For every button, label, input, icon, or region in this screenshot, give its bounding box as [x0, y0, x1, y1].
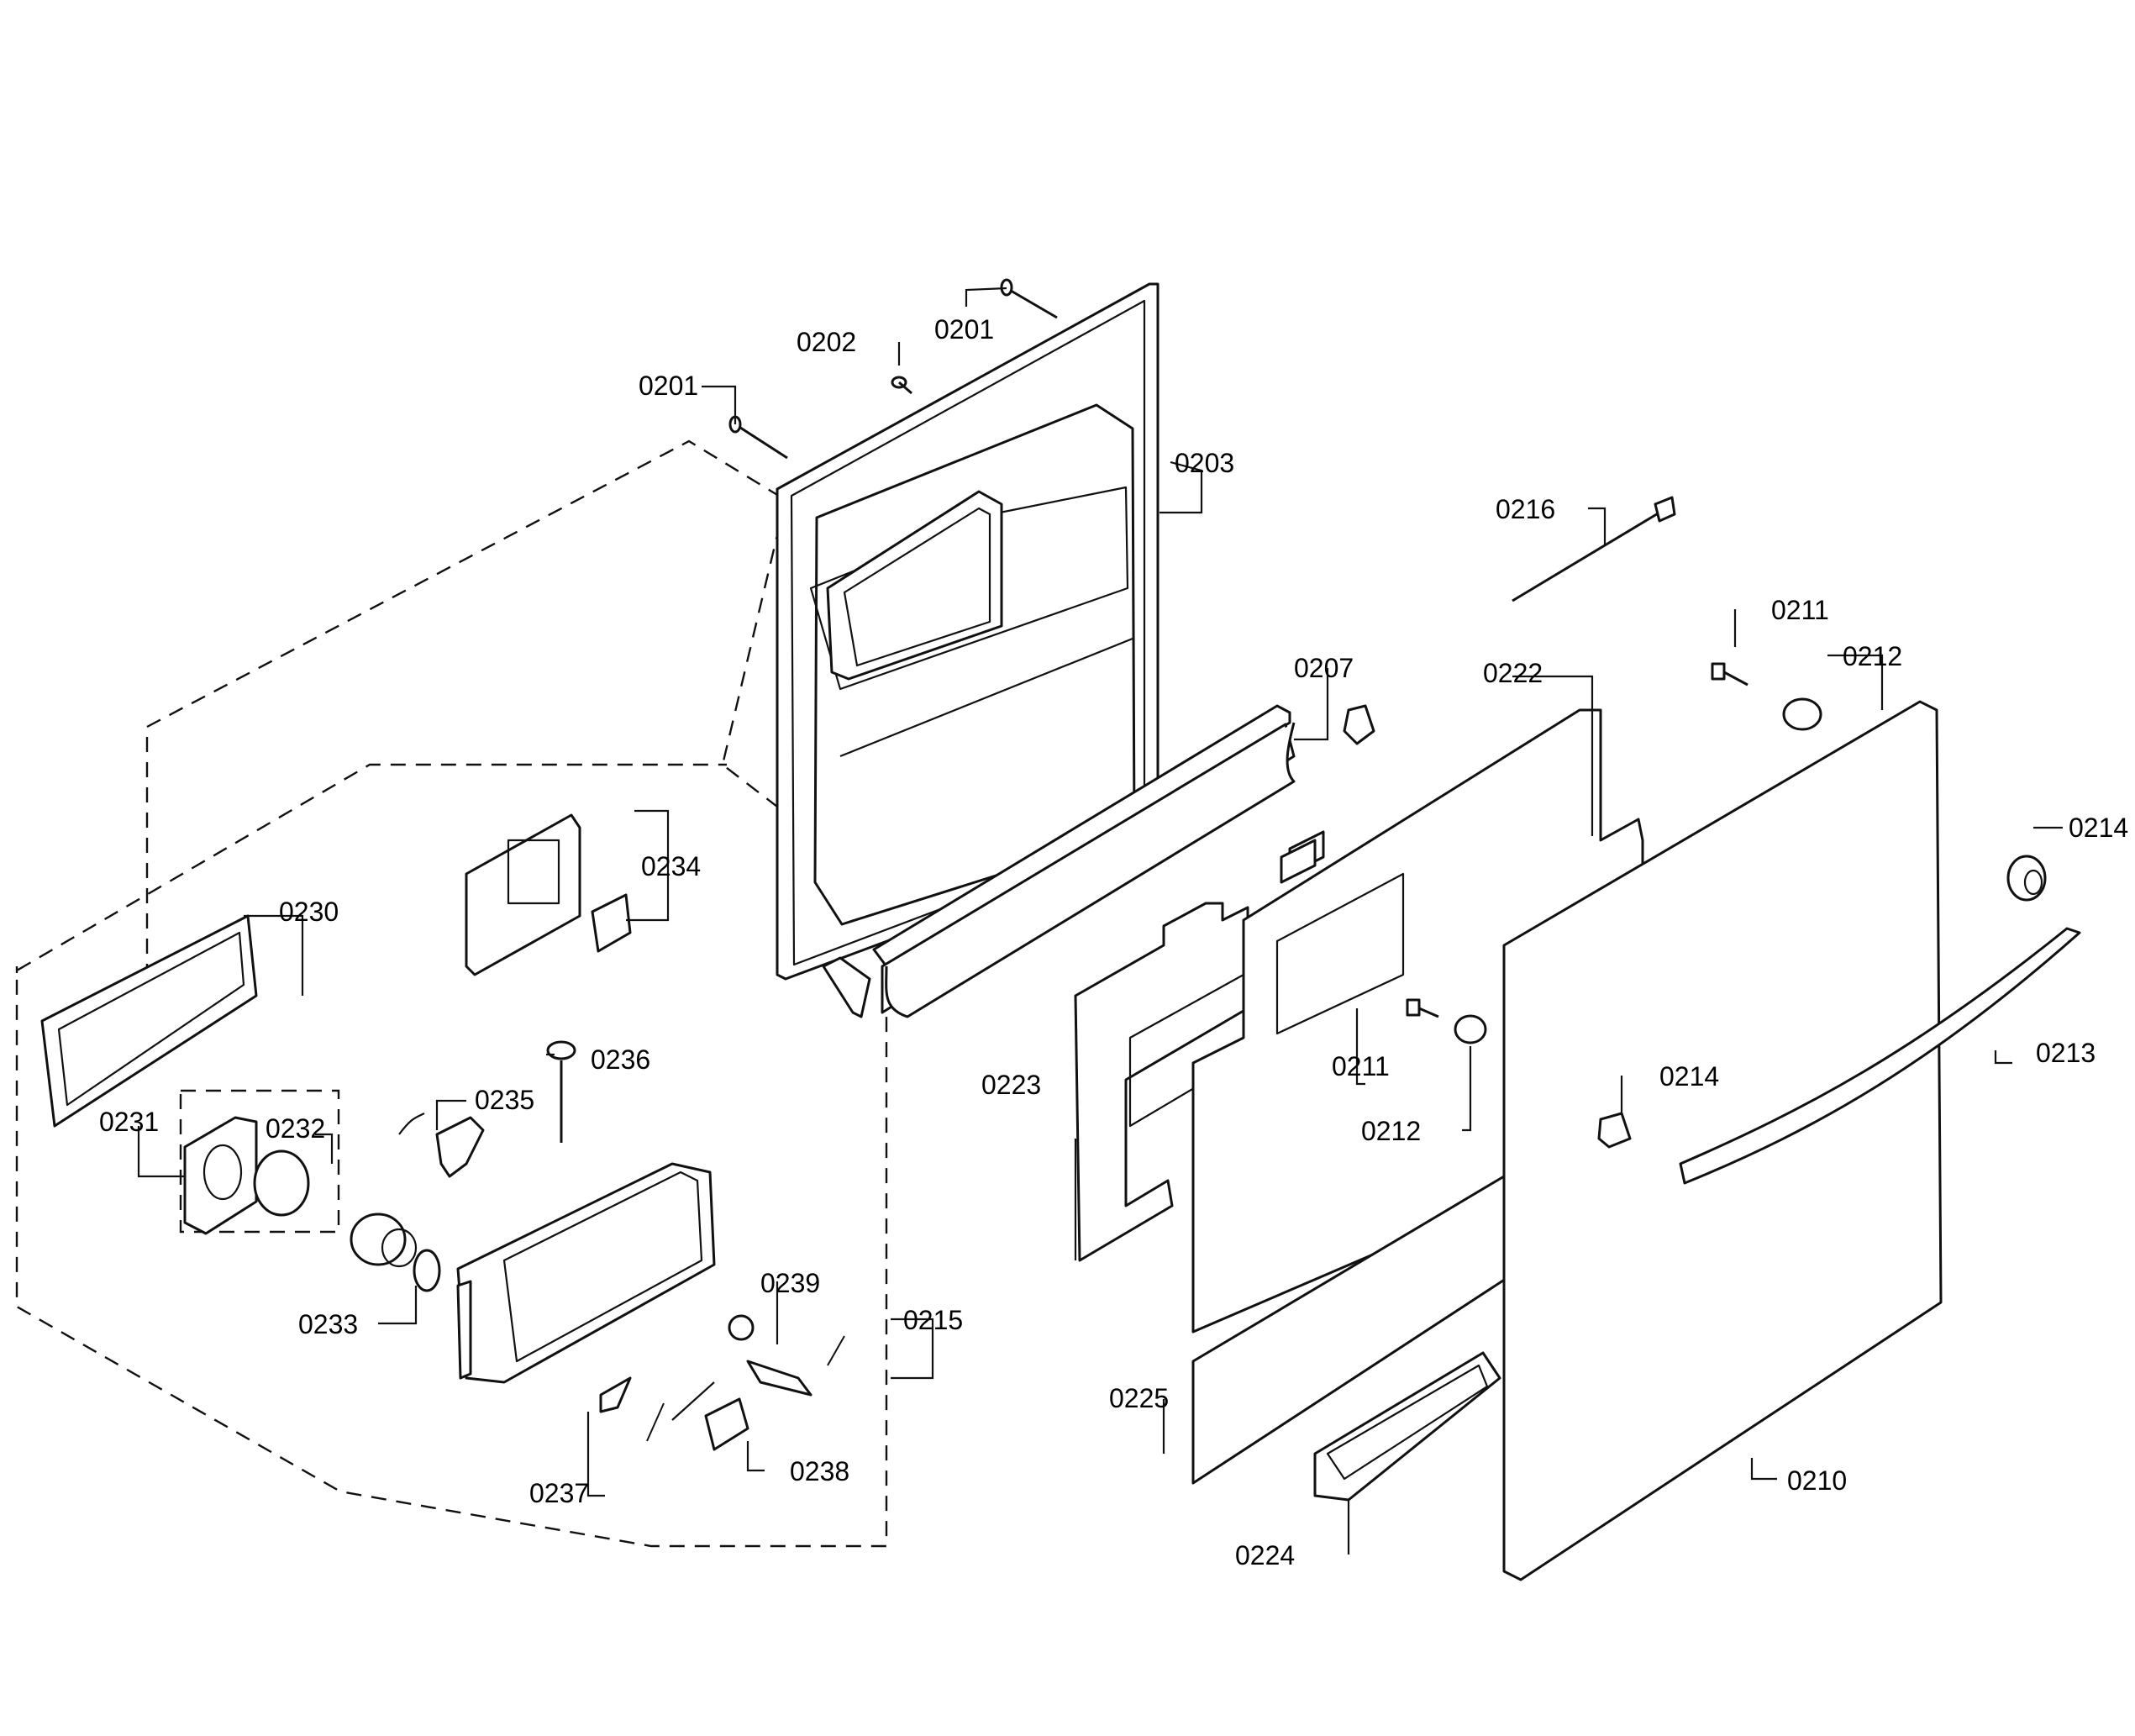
- callout-0223: 0223: [981, 1070, 1041, 1100]
- callout-0239: 0239: [760, 1268, 820, 1298]
- ring-0232: [253, 1149, 310, 1217]
- callout-0235: 0235: [475, 1085, 534, 1115]
- callout-0214-mid: 0214: [1659, 1061, 1719, 1092]
- washer-0212-top: [1782, 697, 1822, 731]
- door-handle-0213: [1679, 927, 2081, 1185]
- wire-0237: [671, 1381, 715, 1421]
- spring-0235: [398, 1113, 425, 1135]
- switch-0238: [704, 1397, 749, 1451]
- ball-0239: [728, 1314, 755, 1341]
- callout-0222: 0222: [1483, 658, 1543, 688]
- callout-0224: 0224: [1235, 1540, 1295, 1570]
- callout-0203: 0203: [1175, 448, 1234, 478]
- screw-0211-top: [1711, 662, 1748, 687]
- door-seal-strip-0207: [822, 704, 1296, 1018]
- callout-0213: 0213: [2036, 1038, 2096, 1068]
- screw-0202: [891, 376, 912, 395]
- callout-0207: 0207: [1294, 653, 1354, 683]
- lever-0237: [599, 1376, 632, 1413]
- washer-0212-mid: [1454, 1014, 1487, 1044]
- screw-0211-mid: [1406, 998, 1439, 1018]
- screw-0201-left: [728, 415, 788, 460]
- callout-0233: 0233: [298, 1309, 358, 1339]
- lever-0239: [746, 1360, 812, 1397]
- callout-0215: 0215: [903, 1305, 963, 1335]
- callout-0232: 0232: [266, 1113, 325, 1144]
- callout-0210: 0210: [1787, 1465, 1847, 1496]
- vent-0234: [465, 813, 632, 976]
- lever-0235: [435, 1116, 485, 1178]
- handle-trim-0224: [1313, 1351, 1501, 1502]
- panel-0223-tab-right: [1280, 839, 1317, 884]
- callout-0234: 0234: [641, 851, 701, 881]
- callout-0201-left: 0201: [639, 371, 698, 401]
- callout-0202: 0202: [797, 327, 856, 357]
- callout-0212-top: 0212: [1843, 641, 1902, 671]
- control-module-0215: [456, 1162, 716, 1384]
- clip-bracket: [1343, 704, 1375, 745]
- callout-0201-top: 0201: [934, 314, 994, 345]
- handle-insert-0231-0232-outline: [179, 1089, 340, 1234]
- callout-0238: 0238: [790, 1456, 849, 1486]
- callout-0225: 0225: [1109, 1383, 1169, 1413]
- inner-door-0203: [776, 282, 1160, 981]
- callout-0236: 0236: [591, 1044, 650, 1075]
- outer-door-0210: [1502, 700, 1943, 1581]
- callout-0211-mid: 0211: [1332, 1051, 1390, 1081]
- callout-0212-mid: 0212: [1361, 1116, 1421, 1146]
- spring-0239: [827, 1335, 845, 1366]
- callout-0211-top: 0211: [1771, 595, 1829, 625]
- handle-frame-0230: [40, 914, 258, 1128]
- callout-0230: 0230: [279, 897, 339, 927]
- leader-lines: [137, 287, 2063, 1555]
- cap-0214-top: [2006, 855, 2047, 902]
- control-module-0215-outline: [15, 499, 888, 1548]
- callout-0231: 0231: [99, 1107, 159, 1137]
- callout-0237: 0237: [529, 1478, 589, 1508]
- pin-0236: [546, 1040, 576, 1143]
- cap-0214-mid: [1597, 1112, 1632, 1149]
- spring-0237: [646, 1402, 665, 1442]
- callout-0214-top: 0214: [2069, 813, 2128, 843]
- grip-0231: [183, 1116, 258, 1235]
- knob-0233: [350, 1213, 418, 1268]
- callout-0216: 0216: [1496, 494, 1555, 524]
- assembly-0230-group-outline: [145, 439, 786, 1029]
- screw-0201-top: [1000, 278, 1058, 319]
- ring-0233: [413, 1249, 441, 1292]
- cable-0216: [1512, 496, 1676, 602]
